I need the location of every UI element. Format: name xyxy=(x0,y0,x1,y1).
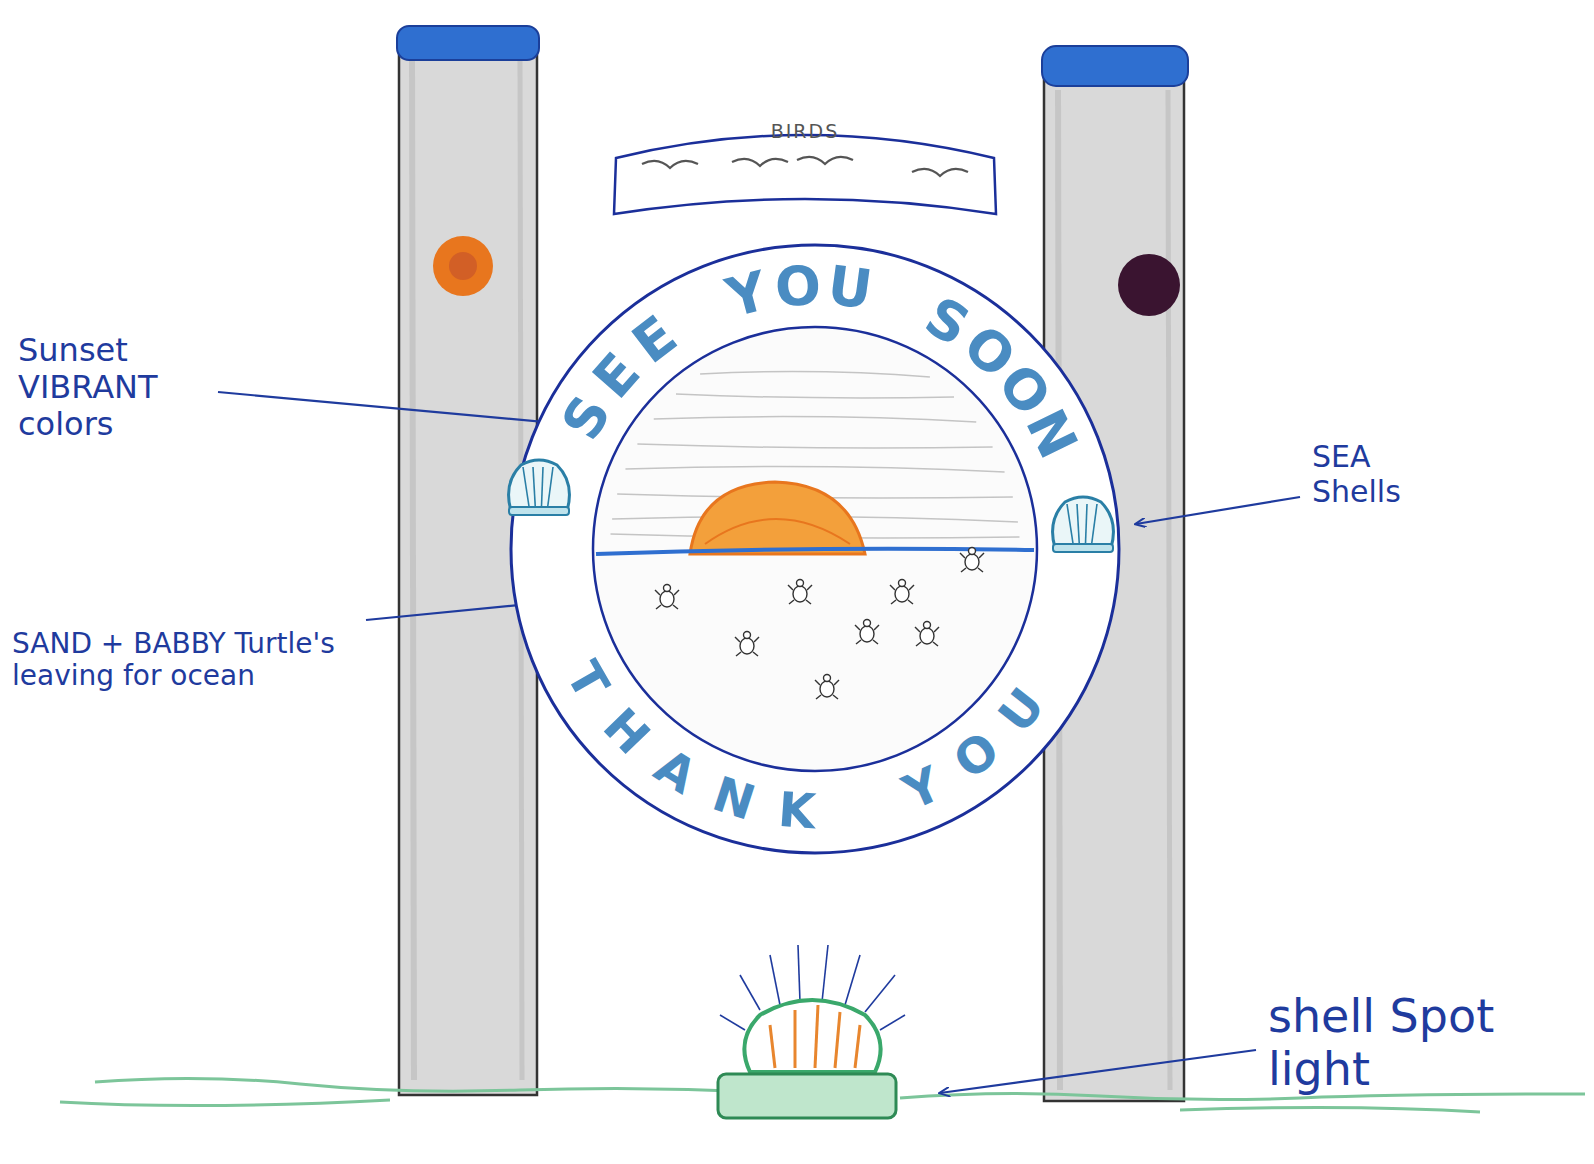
ring-letter: E xyxy=(624,308,686,373)
callout-note: SAND + BABBY Turtle's leaving for ocean xyxy=(12,628,357,692)
ring-letter: O xyxy=(774,258,823,315)
ring-letter: Y xyxy=(721,264,773,326)
ring-letter: T xyxy=(559,654,617,706)
ring-letter: K xyxy=(776,785,816,835)
ring-letter: N xyxy=(708,769,761,827)
sign-ring: SEE YOU SOONTHANK YOU xyxy=(510,244,1120,854)
ring-letter: H xyxy=(595,700,657,762)
ring-letter: U xyxy=(825,259,876,318)
callout-note: Sunset VIBRANT colors xyxy=(18,332,210,442)
ring-letter: Y xyxy=(896,759,947,817)
ring-letter xyxy=(679,285,720,342)
ring-letter: A xyxy=(648,741,705,801)
callout-note: shell Spot light xyxy=(1268,990,1568,1096)
ring-outline xyxy=(510,244,1120,854)
ring-lettering: SEE YOU SOON xyxy=(510,244,1120,854)
ring-letter: S xyxy=(554,387,620,448)
ring-letter: O xyxy=(945,724,1007,787)
banner-text: BIRDS xyxy=(610,116,1000,142)
shell-spotlight xyxy=(718,945,905,1118)
ring-letter xyxy=(848,782,873,832)
ring-lettering: THANK YOU xyxy=(510,244,1120,854)
ring-letter: U xyxy=(991,680,1053,740)
ring-letter: E xyxy=(585,344,650,407)
ring-letter xyxy=(883,272,918,329)
callout-note: SEA Shells xyxy=(1312,440,1462,509)
birds-banner: BIRDS xyxy=(610,116,1000,220)
